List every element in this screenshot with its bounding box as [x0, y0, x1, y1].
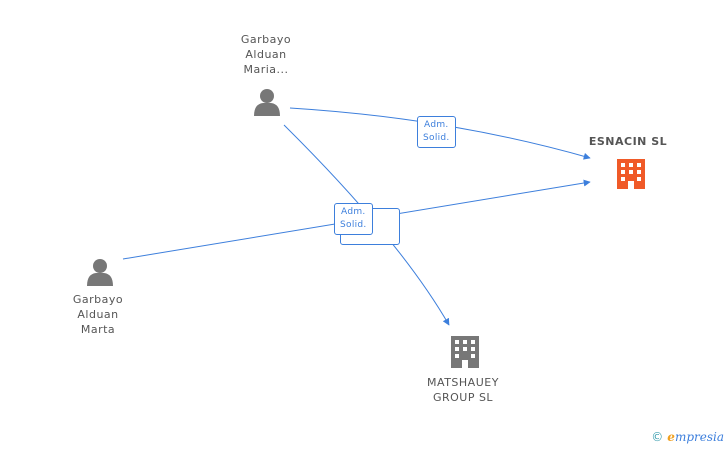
person-icon[interactable]	[87, 259, 113, 286]
brand-name: mpresia	[674, 430, 724, 444]
edge-label-center: Adm. Solid.	[334, 203, 373, 235]
edge-label-top: Adm. Solid.	[417, 116, 456, 148]
building-icon[interactable]	[617, 159, 645, 189]
brand-initial: e	[667, 430, 675, 444]
company-name-matshauey[interactable]: MATSHAUEY GROUP SL	[427, 376, 499, 404]
empresia-watermark: ©empresia	[651, 430, 724, 444]
copyright-symbol: ©	[651, 430, 664, 444]
person-name-top[interactable]: Garbayo Alduan Maria...	[240, 33, 292, 76]
person-name-left[interactable]: Garbayo Alduan Marta	[72, 293, 124, 336]
company-name-esnacin[interactable]: ESNACIN SL	[588, 135, 668, 148]
person-icon[interactable]	[254, 89, 280, 116]
building-icon[interactable]	[451, 336, 479, 368]
